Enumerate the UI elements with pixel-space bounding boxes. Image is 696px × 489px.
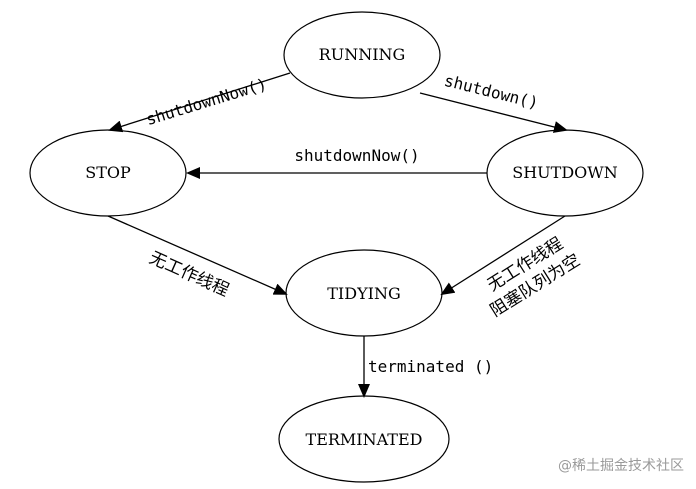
label-running-to-stop: shutdownNow() — [144, 74, 269, 129]
node-terminated: TERMINATED — [278, 395, 450, 483]
node-tidying: TIDYING — [285, 249, 443, 337]
edge-stop-to-tidying — [107, 215, 288, 295]
node-terminated-label: TERMINATED — [306, 430, 423, 449]
node-shutdown-label: SHUTDOWN — [512, 163, 617, 182]
node-running: RUNNING — [283, 11, 441, 99]
label-shutdown-to-stop: shutdownNow() — [294, 146, 419, 165]
edge-running-to-stop — [108, 72, 291, 133]
label-running-to-shutdown: shutdown() — [442, 71, 540, 113]
watermark-text: @稀土掘金技术社区 — [558, 458, 684, 474]
node-running-label: RUNNING — [319, 45, 406, 64]
label-tidying-to-terminated: terminated () — [368, 357, 493, 376]
node-tidying-label: TIDYING — [327, 284, 400, 303]
node-shutdown: SHUTDOWN — [486, 129, 644, 217]
edge-running-to-shutdown — [419, 92, 568, 133]
edge-shutdown-to-tidying — [440, 215, 566, 296]
node-stop-label: STOP — [85, 163, 131, 182]
node-stop: STOP — [29, 129, 187, 217]
label-stop-to-tidying: 无工作线程 — [146, 248, 232, 301]
